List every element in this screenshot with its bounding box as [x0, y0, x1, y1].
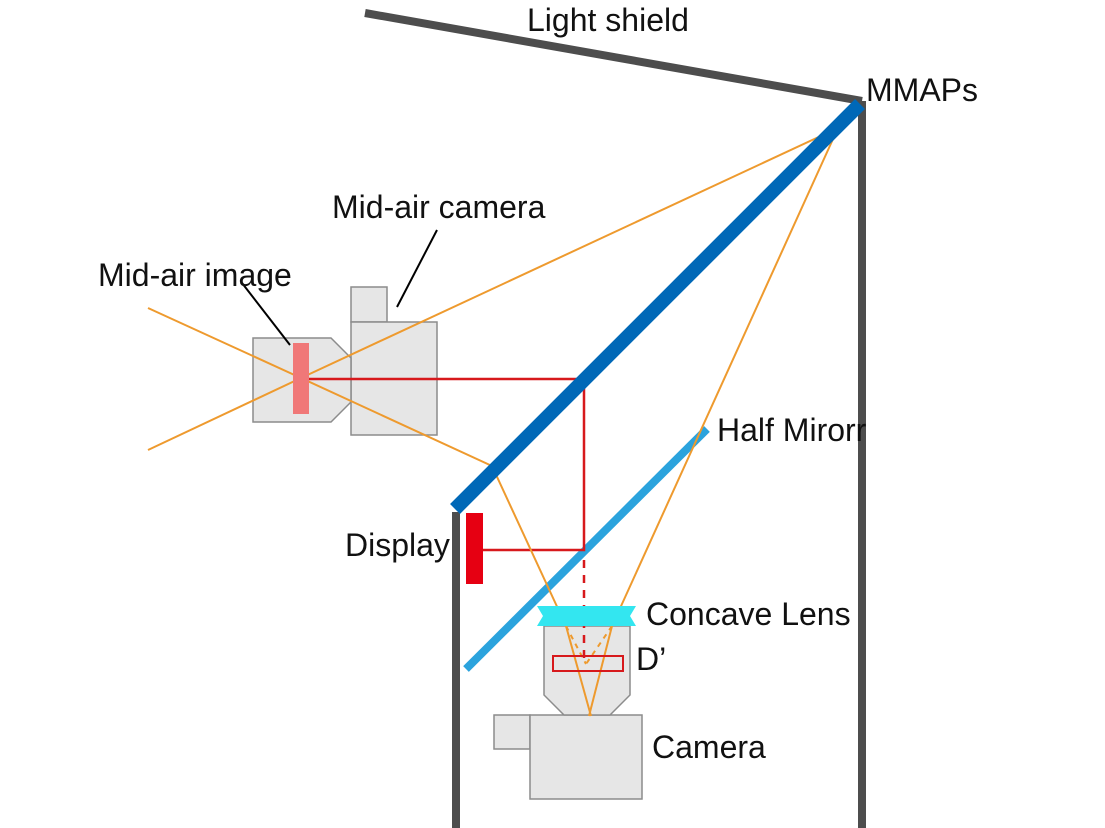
camera-body	[529, 714, 643, 800]
mid-air-image-label: Mid-air image	[98, 257, 292, 293]
camera-label: Camera	[652, 729, 766, 765]
mid-air-camera-viewfinder	[350, 286, 388, 323]
half-mirror-label: Half Mirorr	[717, 412, 867, 448]
mid-air-camera	[252, 286, 438, 436]
camera-viewfinder	[493, 714, 531, 750]
mmaps-plate	[450, 99, 865, 514]
orange-ray-left-upper	[147, 307, 302, 379]
display-panel	[466, 513, 483, 584]
mid-air-image-bar	[293, 343, 309, 414]
light-shield-label: Light shield	[527, 2, 689, 38]
half-mirror	[463, 426, 710, 672]
mid-air-image-leader	[241, 282, 291, 346]
orange-ray-dashed-left	[565, 625, 587, 665]
mid-air-camera-leader	[396, 229, 438, 308]
concave-lens	[537, 606, 636, 626]
orange-ray-left-lower	[147, 377, 302, 451]
mmaps-label: MMAPs	[866, 72, 978, 108]
orange-ray-dashed-right	[585, 625, 613, 665]
main-camera	[493, 625, 643, 800]
d-prime-virtual-image	[552, 655, 624, 672]
display-label: Display	[345, 527, 450, 563]
mid-air-camera-label: Mid-air camera	[332, 189, 546, 225]
d-prime-label: D’	[636, 641, 666, 677]
light-shield	[364, 9, 863, 105]
orange-ray-mmaps-to-lens	[611, 127, 839, 627]
concave-lens-label: Concave Lens	[646, 596, 851, 632]
orange-ray-to-mmaps-top	[300, 127, 839, 379]
red-ray-path	[301, 377, 586, 552]
